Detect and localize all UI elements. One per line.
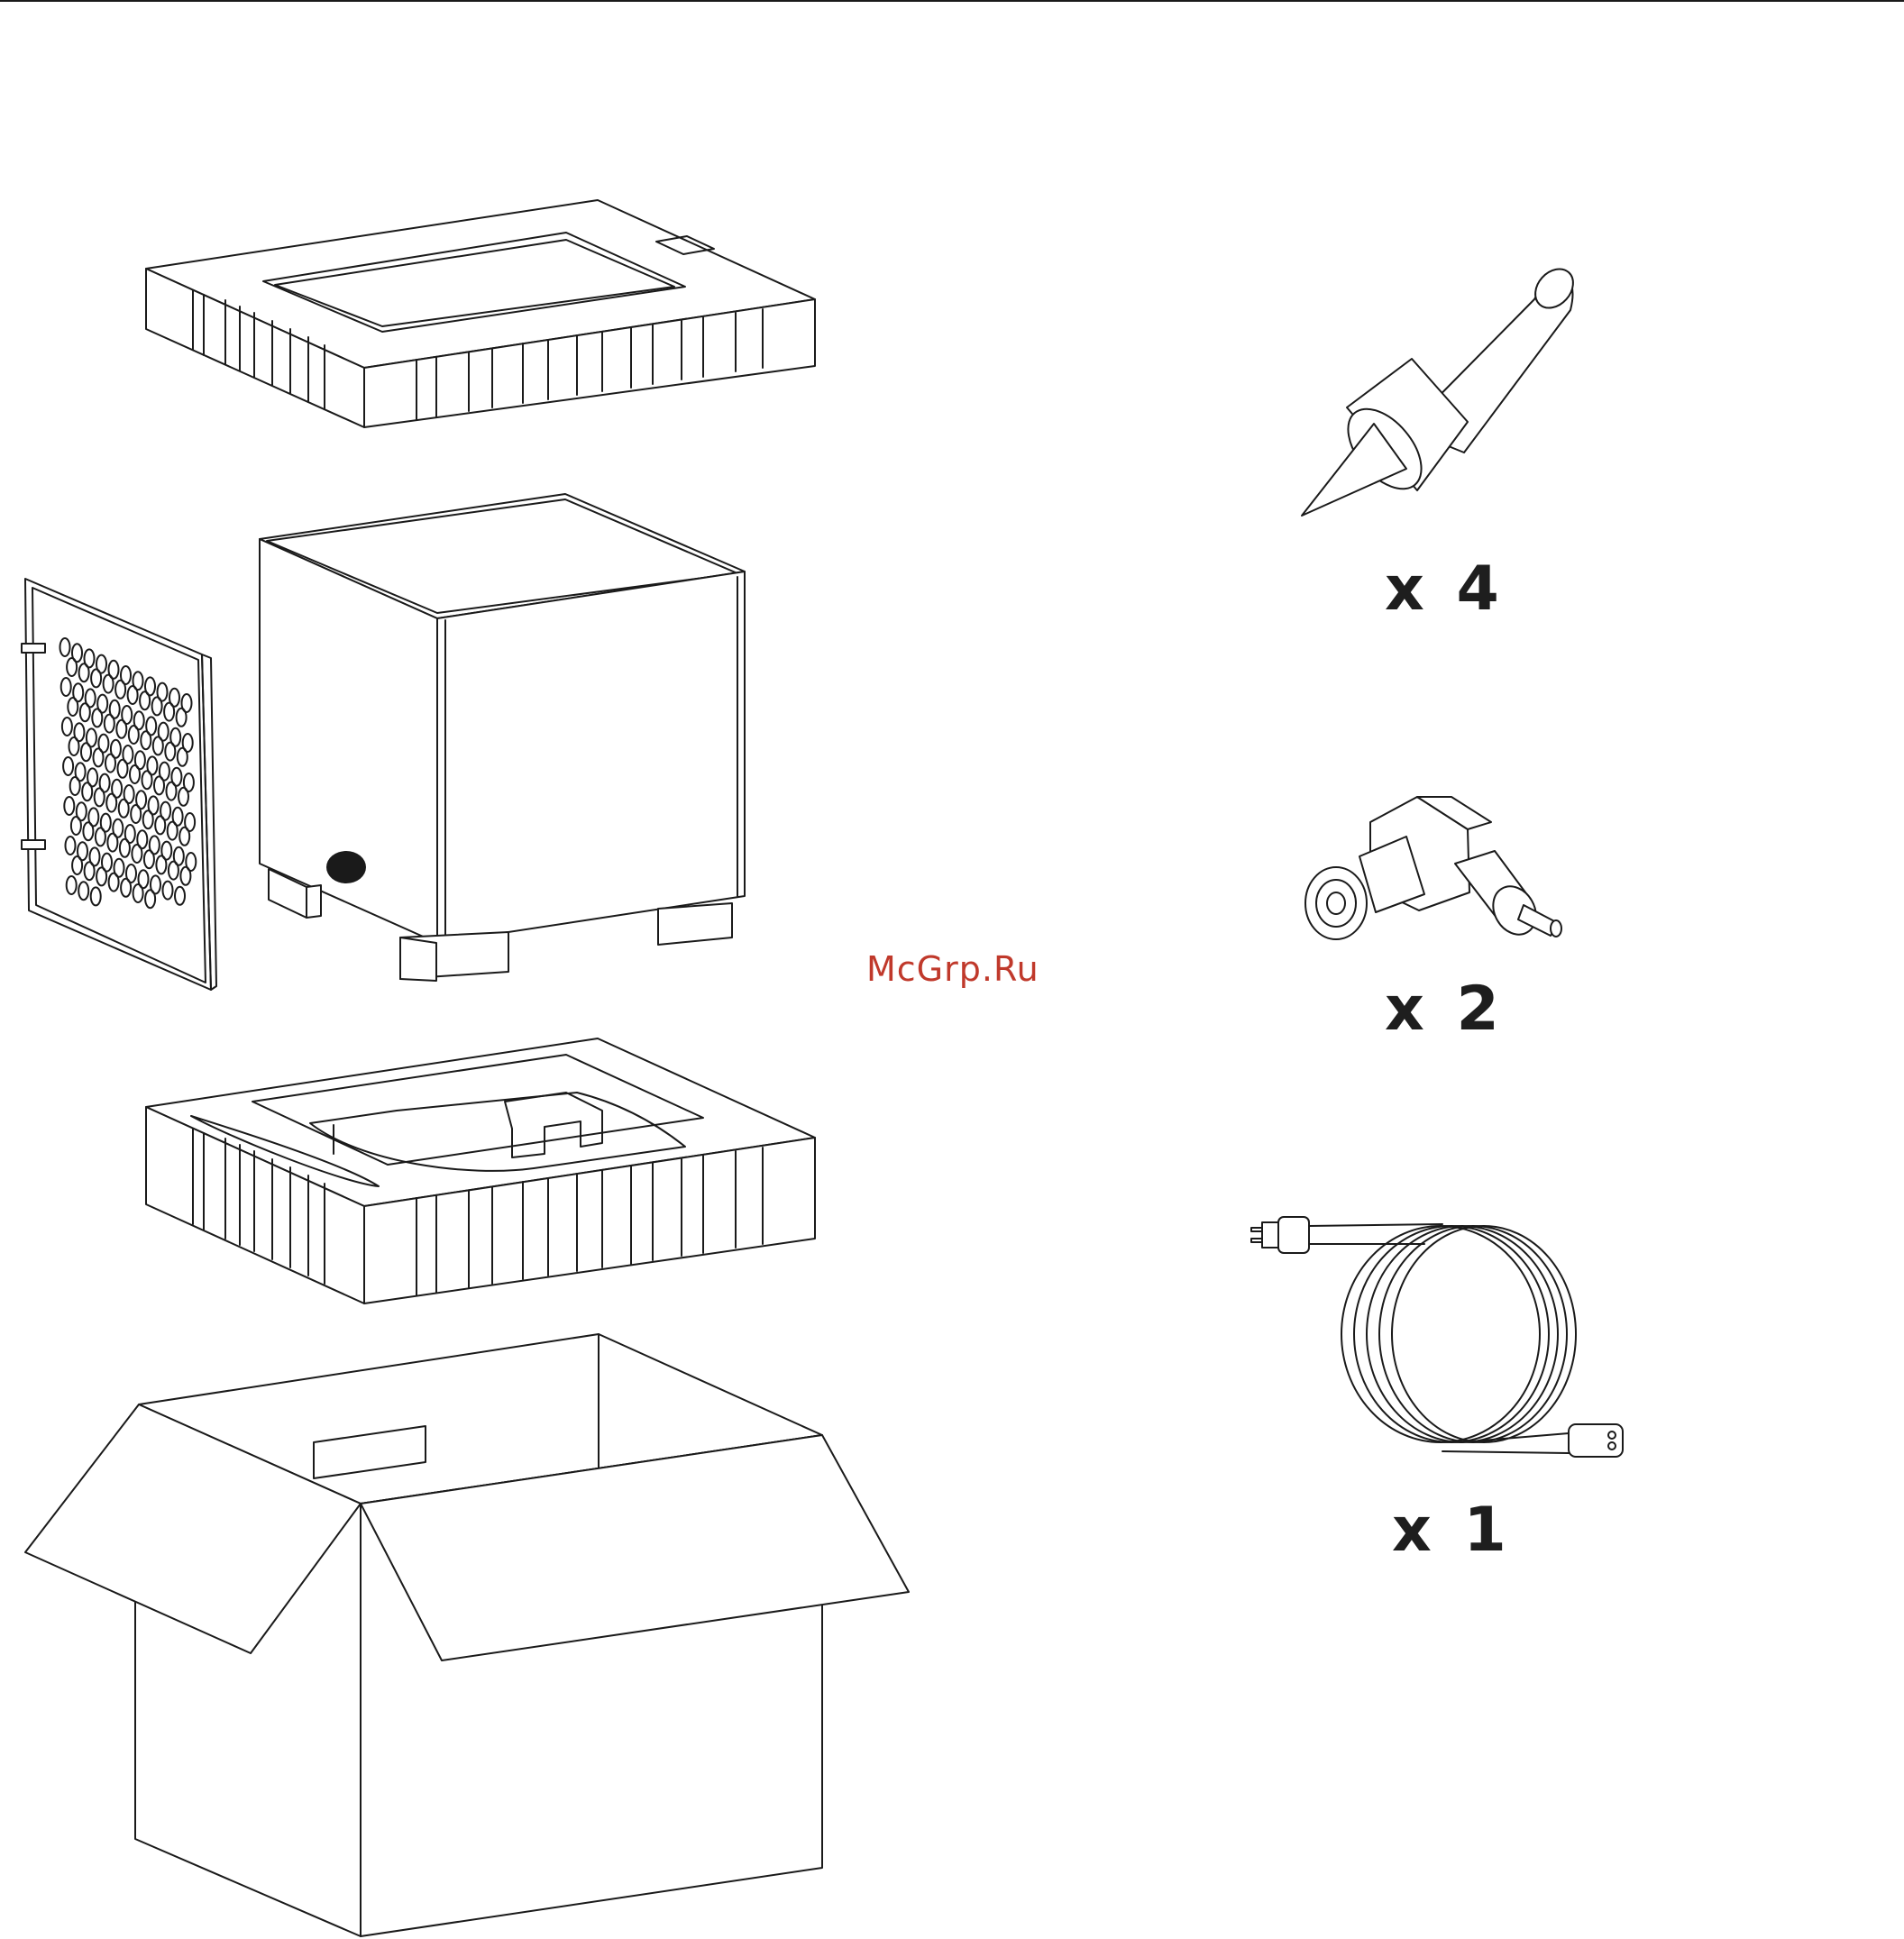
quantity-label-cord: x 1: [1392, 1495, 1512, 1566]
cardboard-box-icon: [25, 1334, 909, 1936]
cord-coil: [1341, 1226, 1540, 1442]
cord-coil: [1367, 1226, 1558, 1442]
quantity-label-adapter: x 2: [1385, 974, 1505, 1045]
spike-foot-icon[interactable]: [1302, 261, 1580, 516]
power-cord-icon[interactable]: [1251, 1217, 1623, 1457]
watermark-text: McGrp.Ru: [866, 949, 1039, 989]
top-foam-insert-icon: [146, 200, 815, 427]
cord-coil: [1354, 1226, 1549, 1442]
bottom-foam-insert-icon: [146, 1038, 815, 1303]
subwoofer-cabinet-icon: [260, 494, 745, 981]
cord-coil: [1379, 1226, 1567, 1442]
speaker-grille-icon: [22, 579, 216, 990]
rca-right-angle-adapter-icon[interactable]: [1305, 797, 1561, 942]
quantity-label-spike: x 4: [1385, 553, 1505, 625]
